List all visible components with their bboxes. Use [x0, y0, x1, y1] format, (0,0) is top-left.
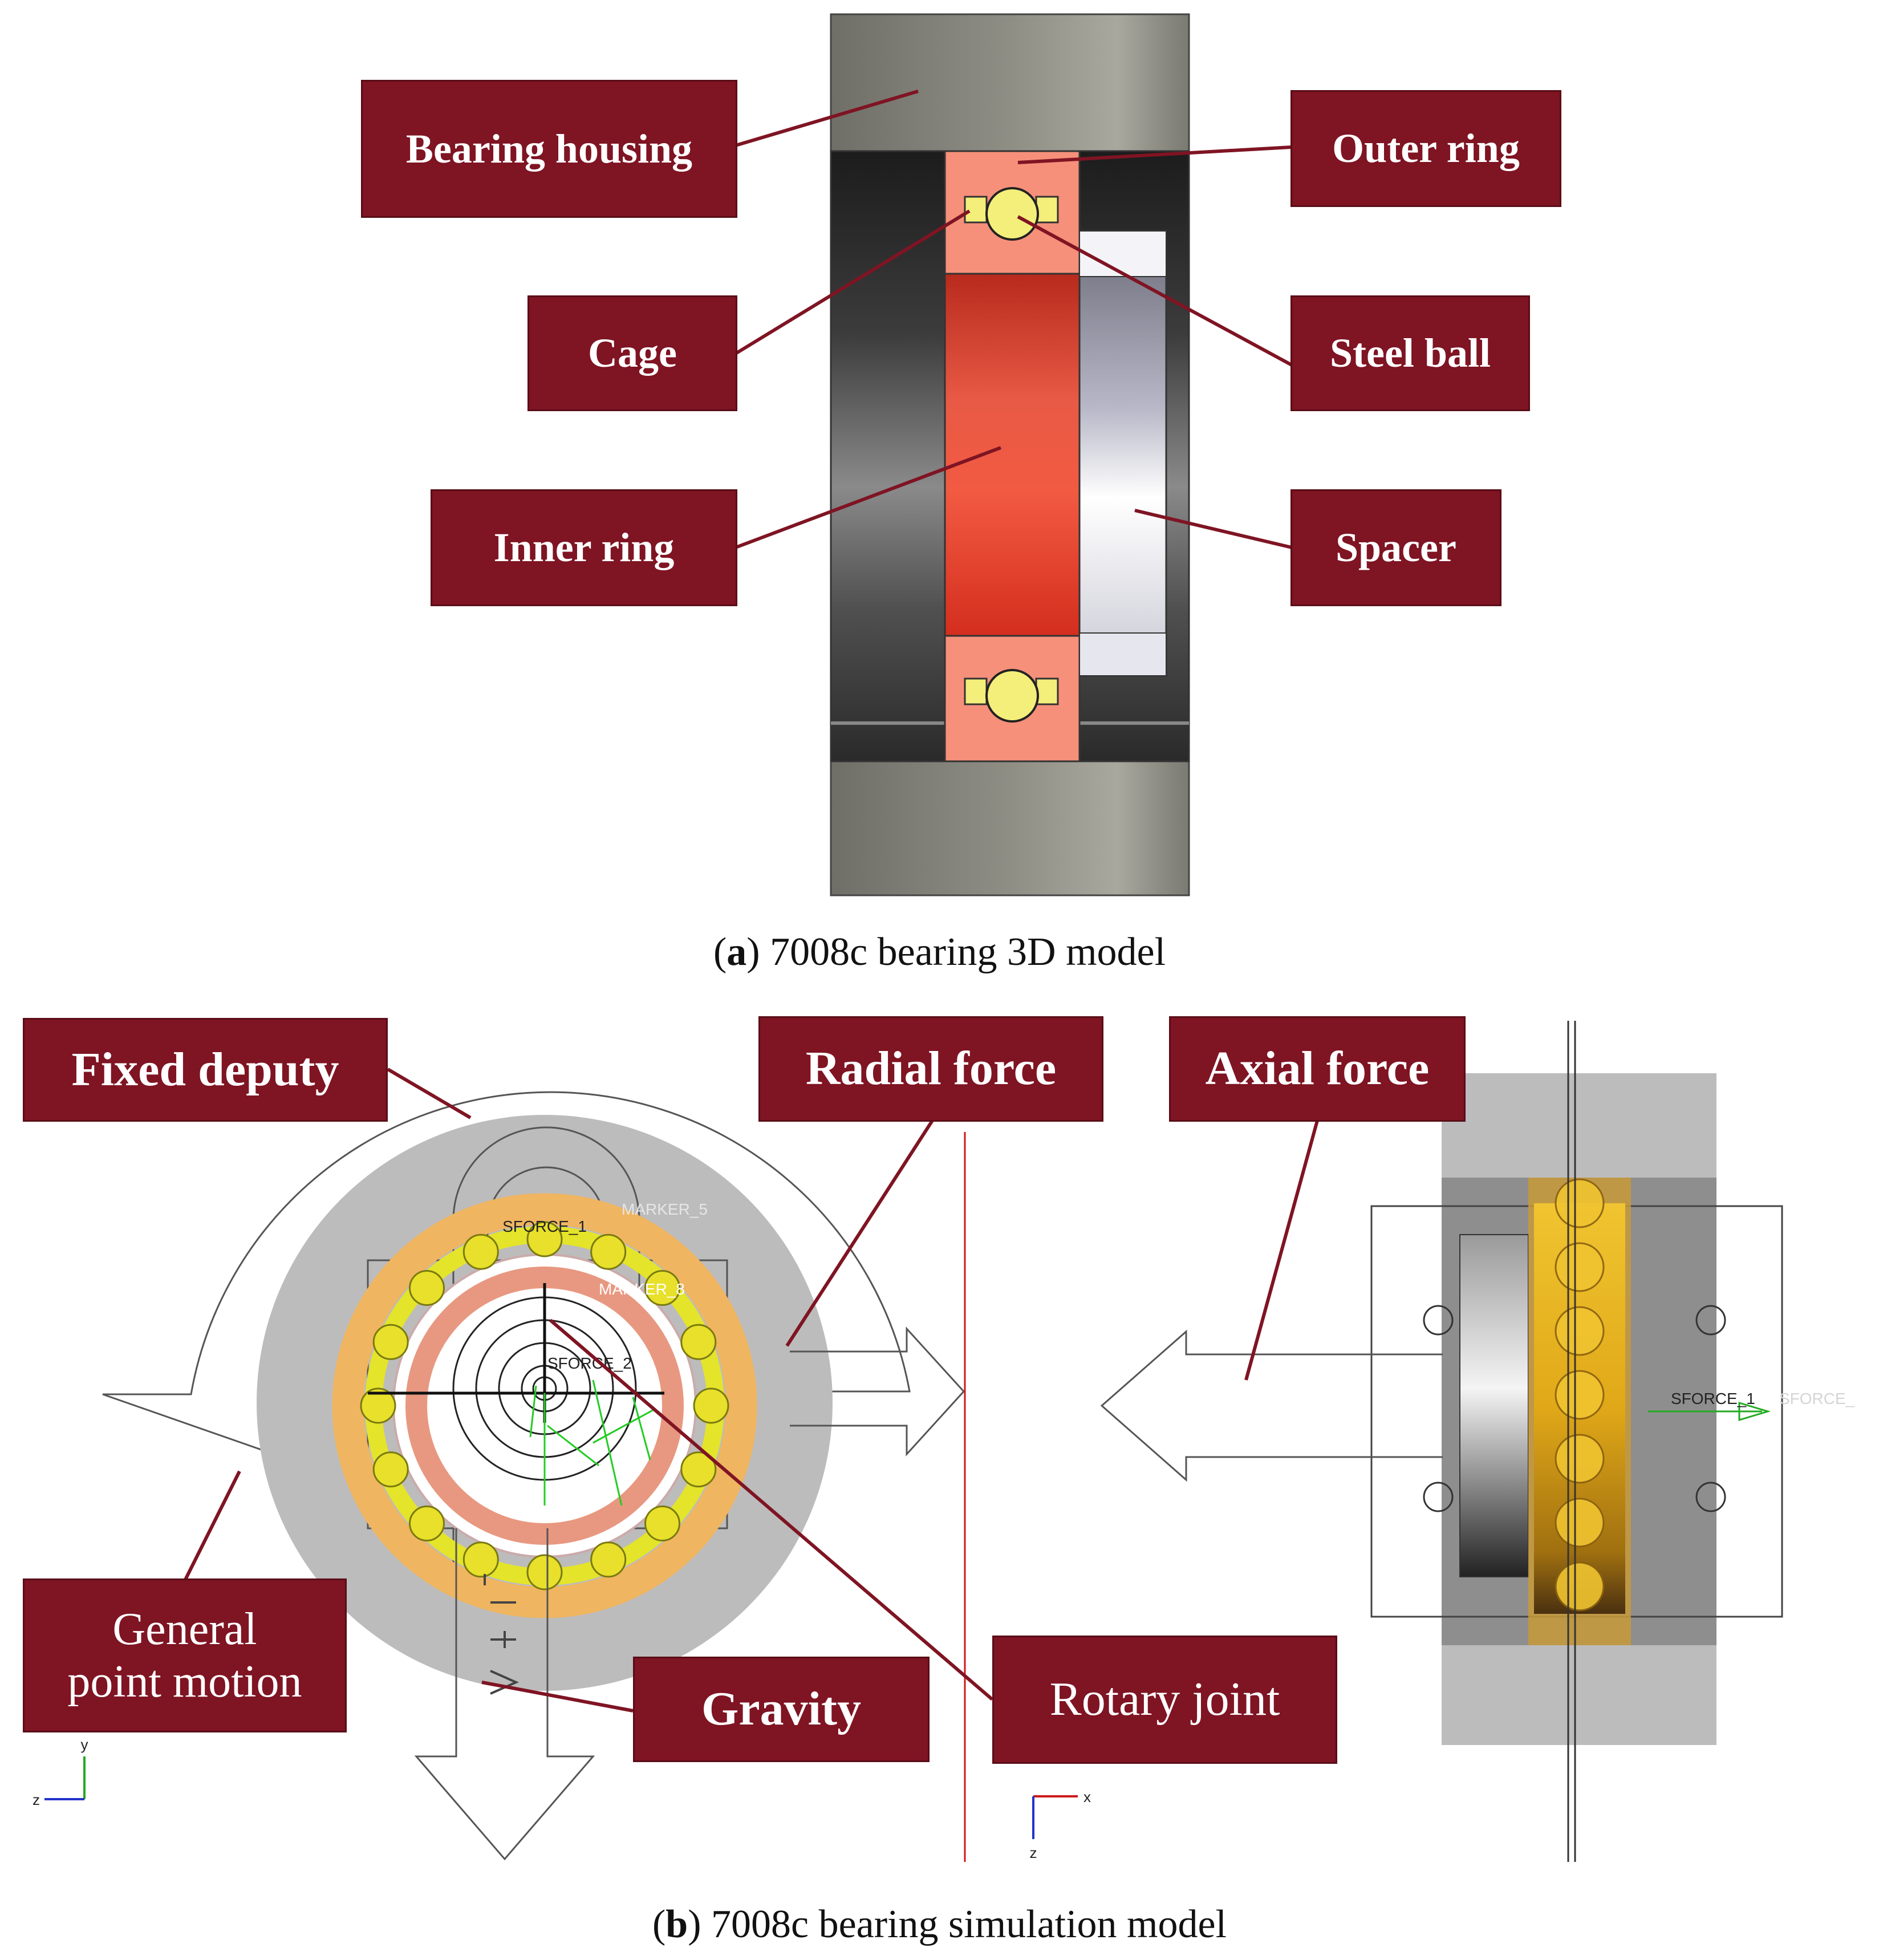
outer-ring-orange [332, 1193, 757, 1618]
steel-ball [680, 1324, 717, 1360]
spacer-top-cap [1079, 230, 1167, 277]
cage-bottom-right [1035, 677, 1059, 705]
caption-b-letter: b [665, 1902, 688, 1946]
simulation-side-view: SFORCE_1 SFORCE_ [1100, 1021, 1855, 1862]
marker-8-label: MARKER_8 [599, 1280, 685, 1298]
label-outer-ring: Outer ring [1290, 90, 1561, 207]
label-bearing-housing: Bearing housing [361, 80, 737, 218]
leader-gravity [481, 1681, 634, 1713]
side-force-tip [1738, 1401, 1771, 1422]
steel-ball-top [985, 187, 1039, 241]
cage-top-right [1035, 196, 1059, 224]
label-axial-force: Axial force [1169, 1016, 1466, 1122]
marker-5-label: MARKER_5 [622, 1200, 708, 1218]
bearing-housing-bottom [830, 757, 1190, 896]
fixed-deputy-shape [452, 1126, 640, 1591]
side-sforce-1-label: SFORCE_1 [1671, 1390, 1755, 1407]
steel-ball-side [1555, 1434, 1605, 1484]
gravity-symbols [484, 1574, 519, 1695]
leader-general-point-motion [184, 1470, 241, 1581]
leader-steel-ball [1017, 215, 1293, 367]
spacer [1078, 230, 1167, 677]
triad-right-x: x [1083, 1788, 1091, 1805]
label-cage: Cage [527, 295, 737, 411]
leader-bearing-housing [735, 90, 919, 147]
steel-ball [409, 1505, 445, 1541]
steel-ball [644, 1505, 680, 1541]
spacer-bottom-cap [1079, 632, 1167, 676]
leader-axial-force [1244, 1120, 1319, 1381]
caption-b-text: 7008c bearing simulation model [711, 1902, 1227, 1946]
steel-ball-side [1555, 1306, 1605, 1356]
leader-radial-force [785, 1119, 934, 1347]
steel-balls-front [360, 1221, 729, 1590]
steel-ball [462, 1233, 499, 1270]
label-fixed-deputy: Fixed deputy [23, 1018, 388, 1122]
steel-ball [360, 1387, 396, 1424]
steel-ball [644, 1270, 680, 1306]
bearing-housing-top [830, 13, 1190, 155]
steel-ball [372, 1451, 409, 1488]
shaft-left [830, 150, 946, 762]
triad-left-z: z [33, 1791, 40, 1808]
triad-right: x z [1030, 1788, 1091, 1861]
steel-ball [372, 1324, 409, 1360]
leader-lines-b [184, 1068, 1319, 1713]
label-general-point-motion: General point motion [23, 1578, 347, 1732]
steel-ball [590, 1233, 627, 1270]
leader-lines-a [734, 90, 1293, 549]
steel-ball-side [1555, 1370, 1605, 1420]
label-inner-ring: Inner ring [431, 489, 737, 606]
green-marker-lines [529, 1379, 656, 1506]
label-radial-force: Radial force [758, 1016, 1103, 1122]
axial-force-arrow [1100, 1329, 1443, 1482]
triad-left-y: y [81, 1736, 88, 1753]
inner-ring-salmon [405, 1267, 684, 1545]
leader-rotary-joint [549, 1318, 993, 1701]
leader-fixed-deputy [387, 1068, 472, 1119]
sforce-2-label: SFORCE_2 [547, 1354, 632, 1372]
side-spacer-band [1459, 1234, 1529, 1577]
caption-b: (b) 7008c bearing simulation model [652, 1902, 1227, 1946]
side-sforce-cut-label: SFORCE_ [1779, 1390, 1855, 1407]
simulation-front-view: SFORCE_1 MARKER_8 MARKER_5 SFORCE_2 [102, 1091, 966, 1862]
leader-cage [734, 209, 971, 355]
steel-ball [526, 1554, 563, 1590]
gravity-arrow [414, 1528, 595, 1861]
steel-ball-side [1555, 1178, 1605, 1228]
steel-ball [526, 1221, 563, 1257]
label-rotary-joint: Rotary joint [992, 1636, 1337, 1764]
side-bolt-holes [1423, 1305, 1726, 1512]
triad-left: y z [33, 1736, 88, 1808]
steel-ball-side [1555, 1498, 1605, 1548]
steel-ball-bottom [985, 669, 1039, 723]
caption-a-letter: a [727, 930, 747, 974]
steel-ball-side [1555, 1242, 1605, 1292]
leader-inner-ring [734, 446, 1002, 549]
steel-ball [409, 1270, 445, 1306]
label-general-point-motion-line1: General [112, 1604, 257, 1654]
steel-ball [680, 1451, 717, 1488]
steel-ball [462, 1541, 499, 1578]
caption-a-text: 7008c bearing 3D model [770, 930, 1166, 974]
label-spacer: Spacer [1290, 489, 1501, 606]
steel-ball-side [1555, 1561, 1605, 1612]
triad-right-z: z [1030, 1844, 1037, 1861]
cage-top-left [964, 196, 988, 224]
label-gravity: Gravity [633, 1657, 930, 1762]
cage-bottom-left [964, 677, 988, 705]
bearing-3d-model [830, 13, 1190, 896]
label-general-point-motion-line2: point motion [67, 1657, 302, 1707]
inner-ring [944, 273, 1081, 637]
radial-force-arrow [790, 1326, 965, 1456]
caption-a: (a) 7008c bearing 3D model [713, 930, 1166, 974]
leader-spacer [1134, 509, 1292, 549]
steel-ball [590, 1541, 627, 1578]
leader-outer-ring [1017, 145, 1292, 164]
sforce-1-label: SFORCE_1 [502, 1218, 587, 1235]
steel-ball [693, 1387, 729, 1424]
label-steel-ball: Steel ball [1290, 295, 1530, 411]
